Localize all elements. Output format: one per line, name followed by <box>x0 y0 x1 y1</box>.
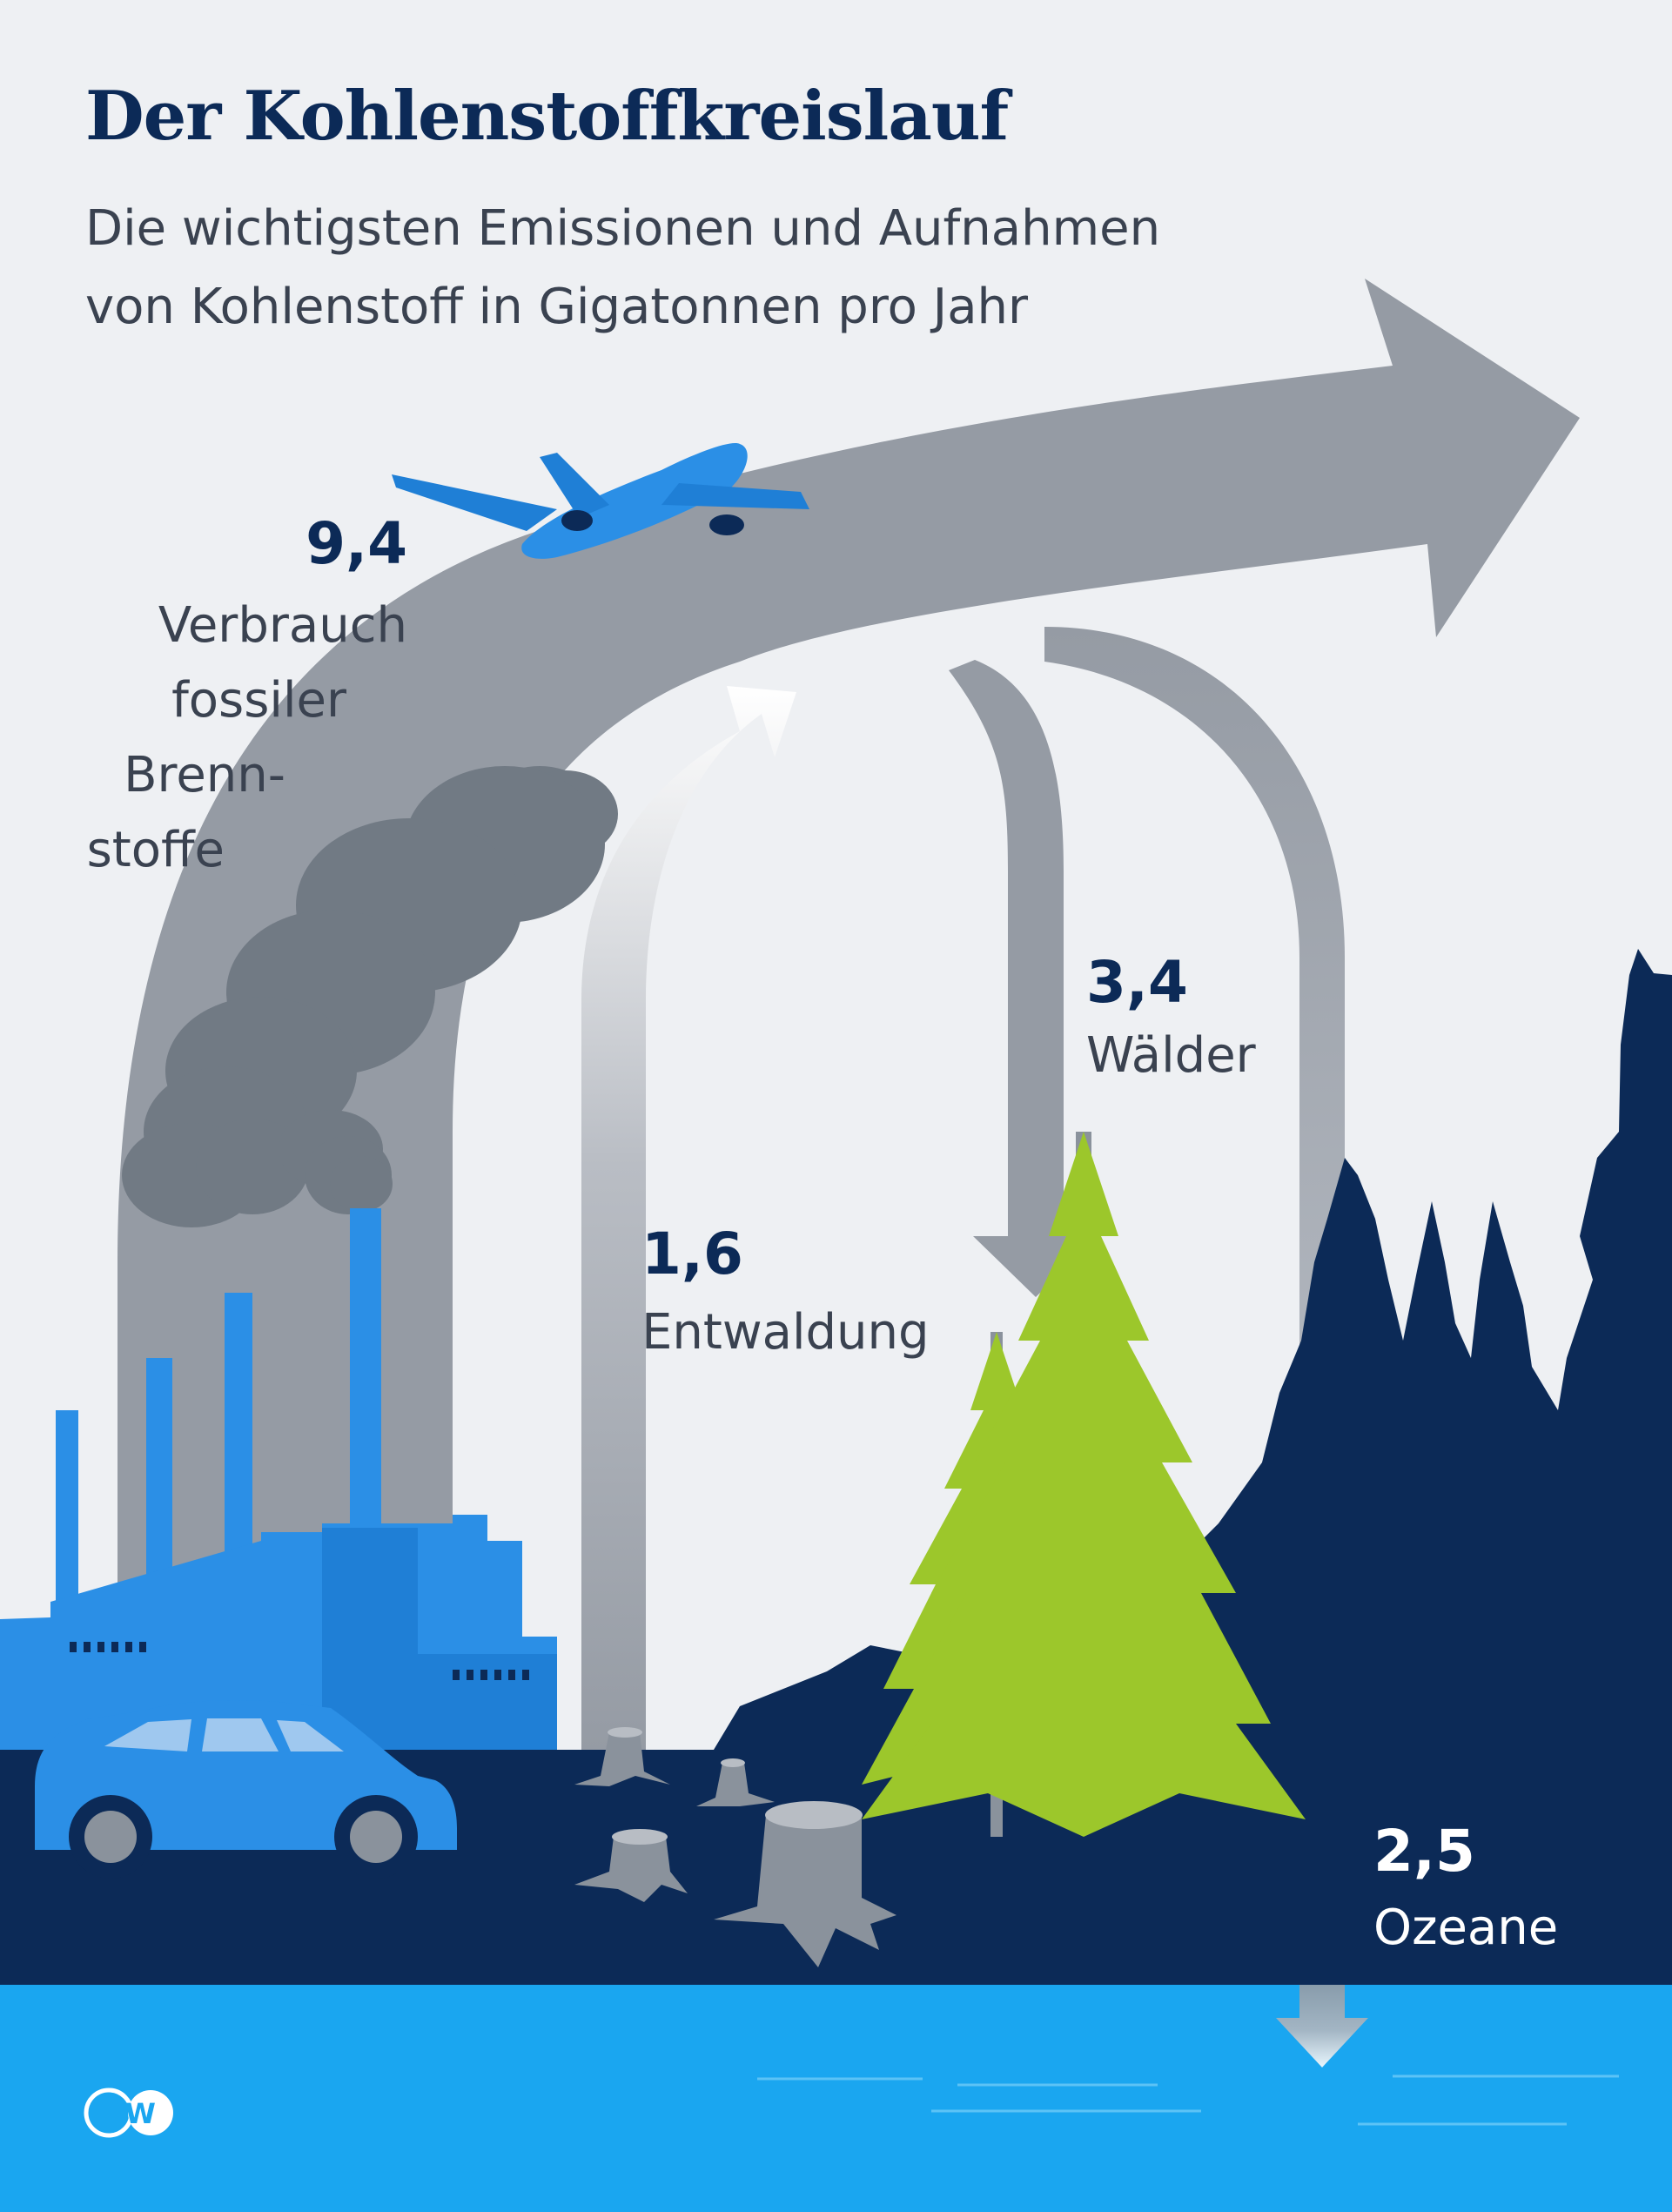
fossil-label-1: Verbrauch <box>158 597 407 654</box>
forests-label: Wälder <box>1086 1027 1256 1084</box>
deforestation-value: 1,6 <box>641 1220 743 1288</box>
green-trees <box>862 1132 1306 1837</box>
fossil-label-4: stoffe <box>86 822 225 878</box>
oceans-value: 2,5 <box>1373 1818 1475 1885</box>
fossil-label-2: fossiler <box>171 672 346 729</box>
subtitle-line-2: von Kohlenstoff in Gigatonnen pro Jahr <box>85 279 1029 335</box>
forest-flow-arrow <box>949 660 1098 1297</box>
water-ripples <box>757 2074 1619 2126</box>
forest-silhouette <box>0 949 1672 1993</box>
deforestation-flow-arrow <box>581 686 796 1750</box>
fossil-label-3: Brenn- <box>124 747 285 803</box>
subtitle-line-1: Die wichtigsten Emissionen und Aufnahmen <box>85 200 1161 257</box>
car-icon <box>35 1700 457 1879</box>
fossil-flow-arrow <box>118 279 1580 1628</box>
oceans-label: Ozeane <box>1373 1899 1559 1956</box>
airplane-icon <box>392 443 809 559</box>
smoke-cloud <box>122 766 618 1227</box>
ocean-water <box>0 1985 1672 2212</box>
deforestation-label: Entwaldung <box>641 1304 930 1361</box>
page-subtitle: Die wichtigsten Emissionen und Aufnahmen… <box>85 190 1391 346</box>
fossil-value: 9,4 <box>306 510 407 577</box>
dw-logo-text: DW <box>102 2097 156 2130</box>
dw-logo: DW <box>84 2088 176 2138</box>
forests-value: 3,4 <box>1086 949 1188 1016</box>
page-title: Der Kohlenstoffkreislauf <box>85 77 1009 156</box>
tree-stumps <box>574 1727 896 1967</box>
